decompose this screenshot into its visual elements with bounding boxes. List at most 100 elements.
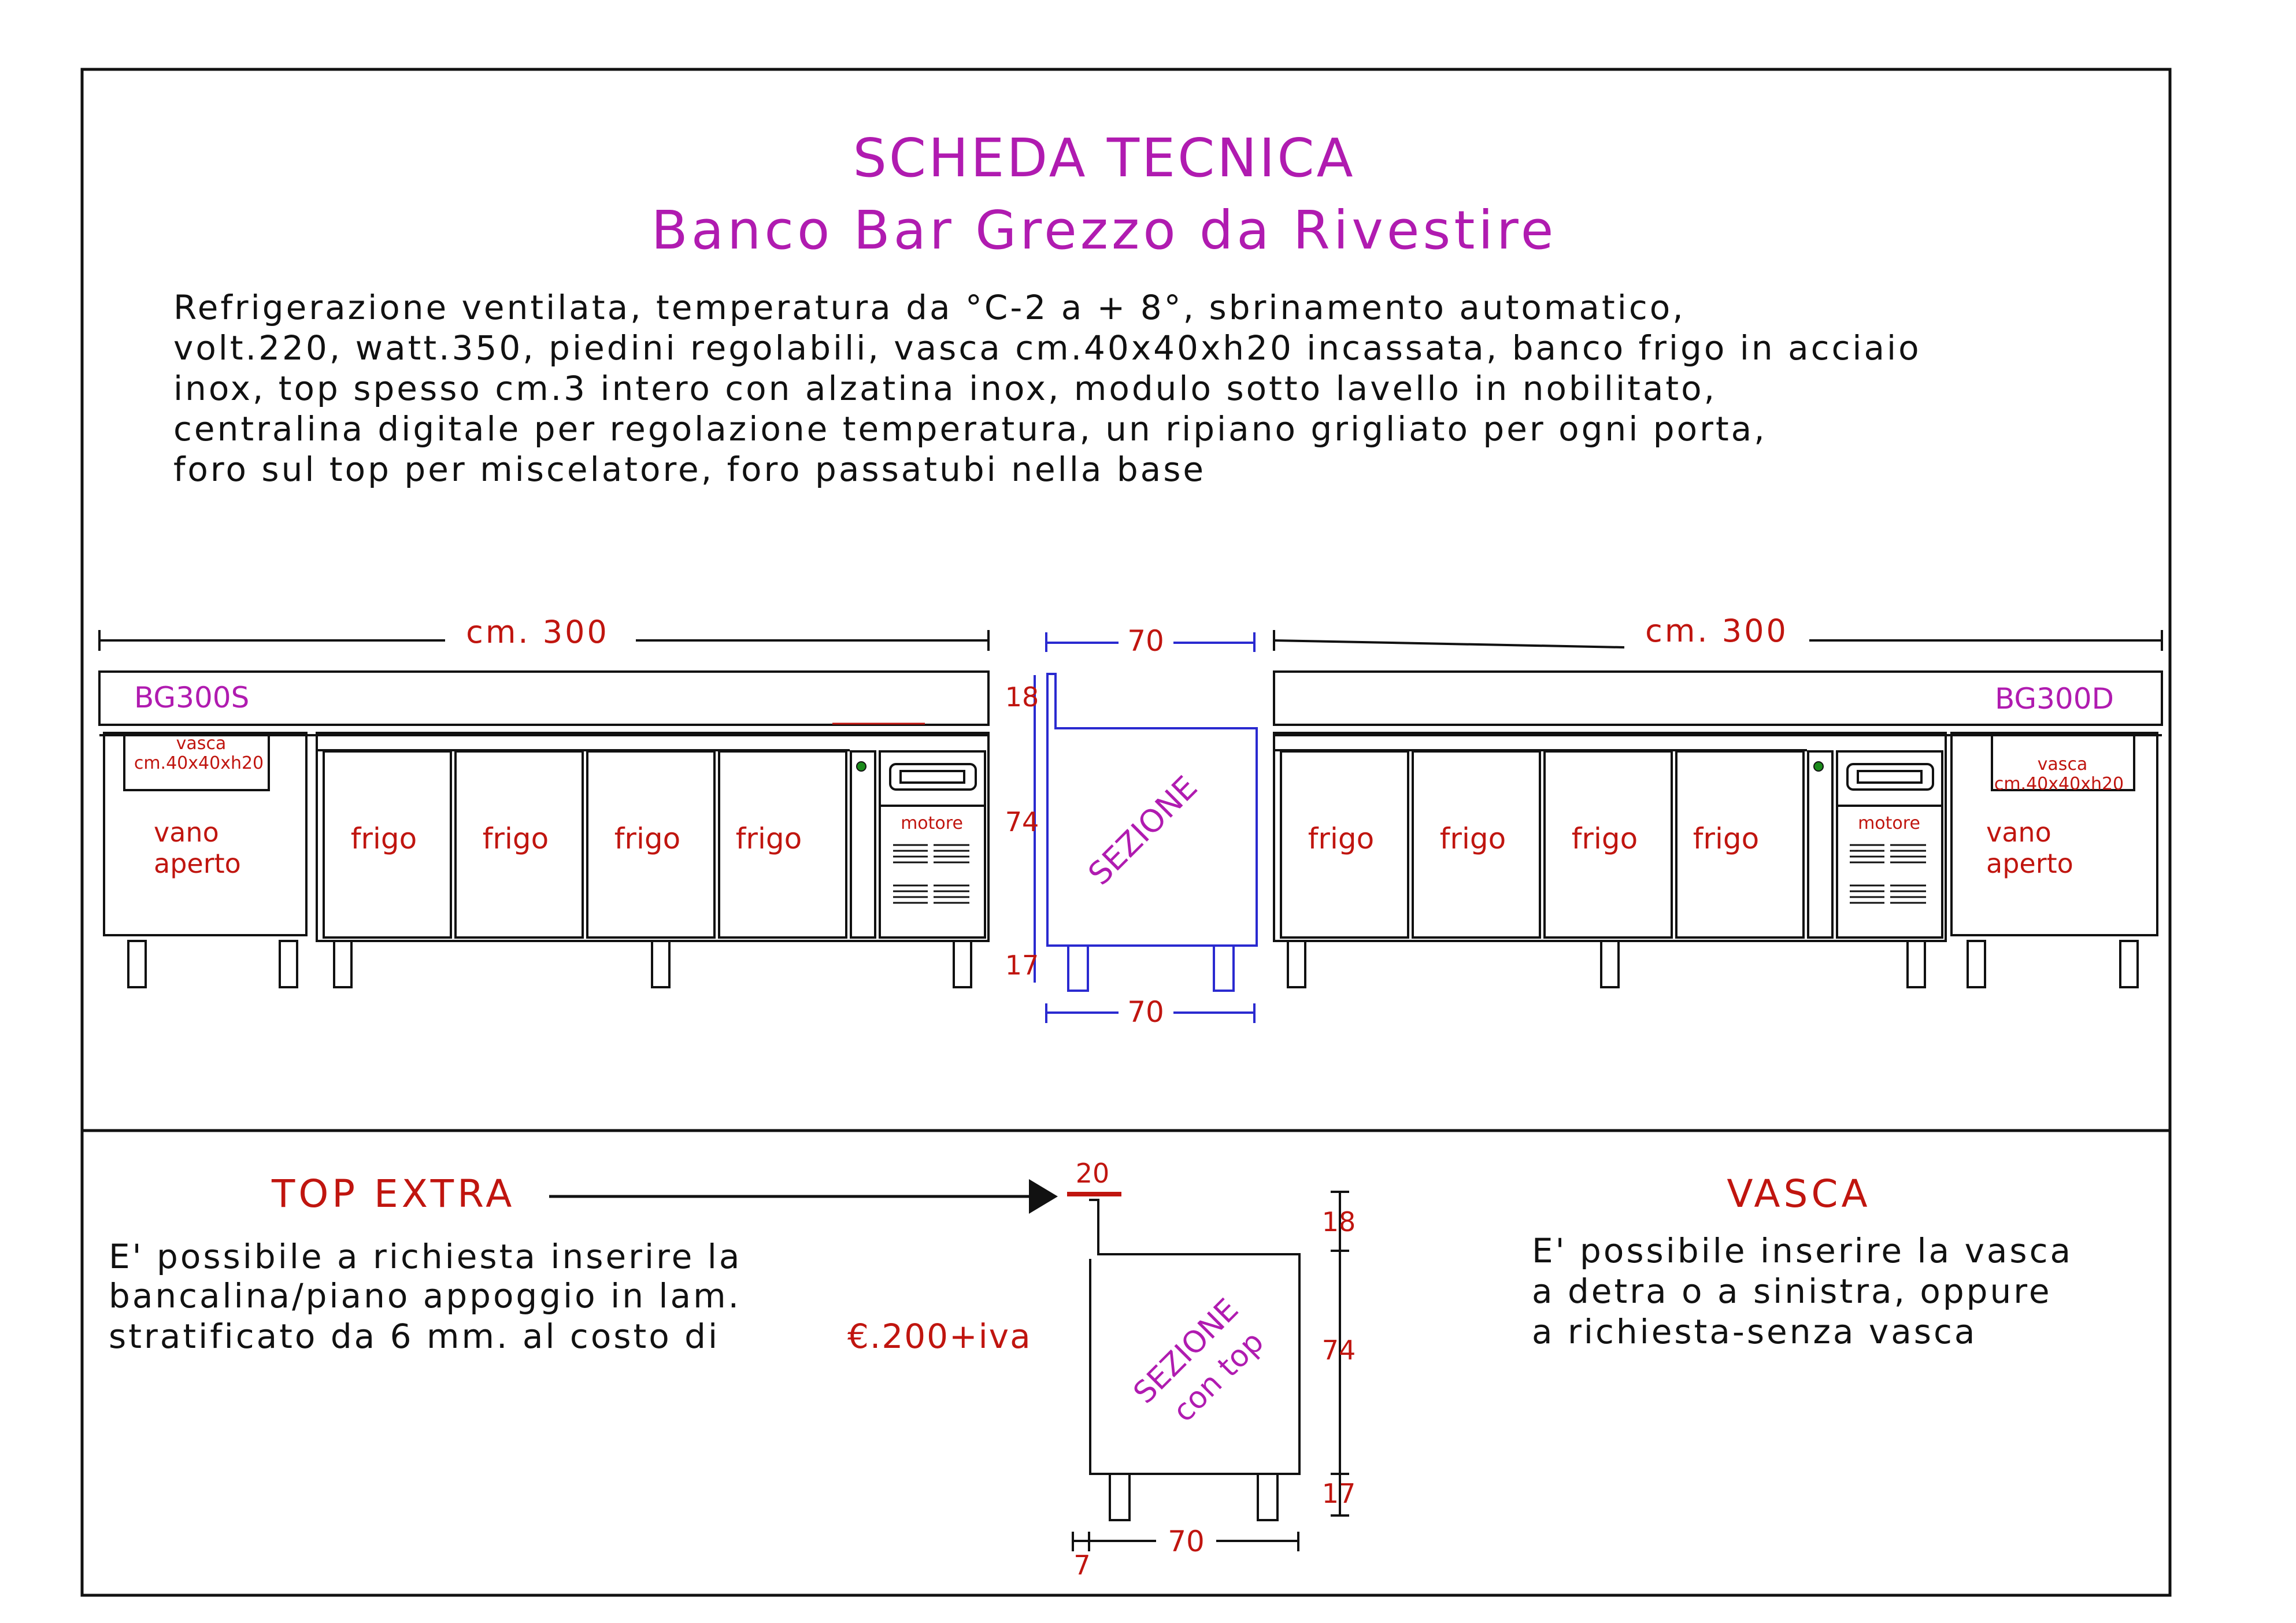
section-top-width: 70 (1127, 624, 1164, 658)
left-width-label: cm. 300 (466, 614, 609, 650)
section-with-top-top-dim: 20 (1076, 1158, 1110, 1189)
left-open-label: vano (154, 817, 219, 848)
right-sink-label: vasca (2038, 754, 2088, 775)
section-outline (1046, 673, 1258, 947)
description-line: volt.220, watt.350, piedini regolabili, … (173, 328, 1921, 368)
left-door (718, 750, 847, 939)
right-sink (1991, 734, 2135, 791)
left-motor-label: motore (901, 813, 963, 833)
left-motor-vents (893, 844, 969, 904)
vasca-heading: VASCA (1727, 1172, 1871, 1216)
right-motor-box (1836, 750, 1943, 939)
right-door (1412, 750, 1541, 939)
section-with-top-height-mid: 74 (1322, 1335, 1356, 1366)
right-door-label: frigo (1308, 822, 1374, 855)
right-door-label: frigo (1440, 822, 1506, 855)
page-subtitle: Banco Bar Grezzo da Rivestire (651, 199, 1557, 261)
left-door (586, 750, 716, 939)
description: Refrigerazione ventilata, temperatura da… (173, 288, 1921, 489)
right-foot (1600, 940, 1620, 988)
vent-grille (1850, 844, 1926, 904)
right-open-label: aperto (1986, 848, 2073, 879)
section-foot (1213, 944, 1235, 992)
right-door-label: frigo (1572, 822, 1638, 855)
left-motor-box (879, 750, 986, 939)
left-foot (953, 940, 972, 988)
section-with-top-width: 70 (1168, 1525, 1205, 1558)
section-with-top-foot (1257, 1473, 1279, 1521)
right-door (1543, 750, 1673, 939)
left-foot (651, 940, 671, 988)
section-with-top-height-bottom: 17 (1322, 1478, 1356, 1509)
right-foot (1967, 940, 1986, 988)
right-door (1280, 750, 1409, 939)
top-extra-line: stratificato da 6 mm. al costo di (109, 1317, 720, 1356)
right-control-display (1857, 770, 1923, 784)
right-model-label: BG300D (1995, 682, 2114, 716)
left-door (323, 750, 452, 939)
right-door-label: frigo (1693, 822, 1759, 855)
right-unit (1272, 630, 2163, 988)
left-foot (127, 940, 147, 988)
right-indicator-light (1813, 761, 1824, 772)
right-foot (1287, 940, 1306, 988)
section-with-top-view (1072, 1191, 1349, 1551)
right-top-slab (1273, 670, 2163, 726)
section-with-top-outline (1089, 1199, 1301, 1475)
left-sink-size-label: cm.40x40xh20 (134, 753, 264, 773)
left-open-cabinet (103, 732, 308, 936)
section-bottom-width: 70 (1127, 995, 1164, 1029)
section-with-top-height-top: 18 (1322, 1206, 1356, 1237)
right-door (1675, 750, 1805, 939)
vasca-line: E' possibile inserire la vasca (1532, 1231, 2073, 1270)
right-strip (1807, 750, 1834, 939)
top-extra-arrow-head (1029, 1179, 1058, 1214)
top-extra-heading: TOP EXTRA (271, 1172, 515, 1216)
section-height-mid: 74 (1005, 806, 1039, 838)
vent-grille (893, 844, 969, 904)
left-control-display (899, 770, 965, 784)
right-open-cabinet (1950, 732, 2158, 936)
section-with-top-foot (1109, 1473, 1131, 1521)
left-foot (279, 940, 298, 988)
description-line: Refrigerazione ventilata, temperatura da… (173, 288, 1686, 327)
left-control-panel (889, 763, 977, 791)
section-label: SEZIONE (1081, 769, 1204, 892)
left-door-label: frigo (351, 822, 417, 855)
top-extra-line: E' possibile a richiesta inserire la (109, 1237, 742, 1276)
section-height-bottom: 17 (1005, 950, 1039, 981)
right-sink-size-label: cm.40x40xh20 (1994, 774, 2124, 794)
left-model-label: BG300S (134, 681, 249, 714)
right-motor-vents (1850, 844, 1926, 904)
left-strip (850, 750, 876, 939)
right-control-panel (1846, 763, 1934, 791)
top-extra-price: €.200+iva (847, 1317, 1032, 1356)
right-width-label: cm. 300 (1645, 613, 1788, 649)
vasca-line: a richiesta-senza vasca (1532, 1312, 1977, 1351)
vasca-line: a detra o a sinistra, oppure (1532, 1272, 2052, 1311)
top-extra-line: bancalina/piano appoggio in lam. (109, 1276, 741, 1316)
left-door (454, 750, 584, 939)
left-sink-label: vasca (176, 733, 227, 754)
left-unit (98, 630, 990, 988)
left-door-label: frigo (483, 822, 549, 855)
right-motor-label: motore (1858, 813, 1920, 833)
left-indicator-light (856, 761, 866, 772)
left-door-label: frigo (736, 822, 802, 855)
left-door-label: frigo (614, 822, 680, 855)
description-line: centralina digitale per regolazione temp… (173, 409, 1767, 449)
top-extra-text: E' possibile a richiesta inserire la ban… (109, 1237, 742, 1356)
vasca-text: E' possibile inserire la vasca a detra o… (1532, 1231, 2073, 1351)
right-foot (1906, 940, 1926, 988)
right-open-label: vano (1986, 817, 2051, 848)
page-title: SCHEDA TECNICA (853, 127, 1355, 189)
outer-frame (80, 68, 2172, 1597)
section-with-top-offset: 7 (1073, 1550, 1090, 1581)
right-width-dim-line (1272, 639, 1625, 649)
description-line: inox, top spesso cm.3 intero con alzatin… (173, 369, 1717, 408)
left-foot (333, 940, 353, 988)
left-open-label: aperto (154, 848, 241, 879)
description-line: foro sul top per miscelatore, foro passa… (173, 450, 1206, 489)
section-foot (1067, 944, 1089, 992)
